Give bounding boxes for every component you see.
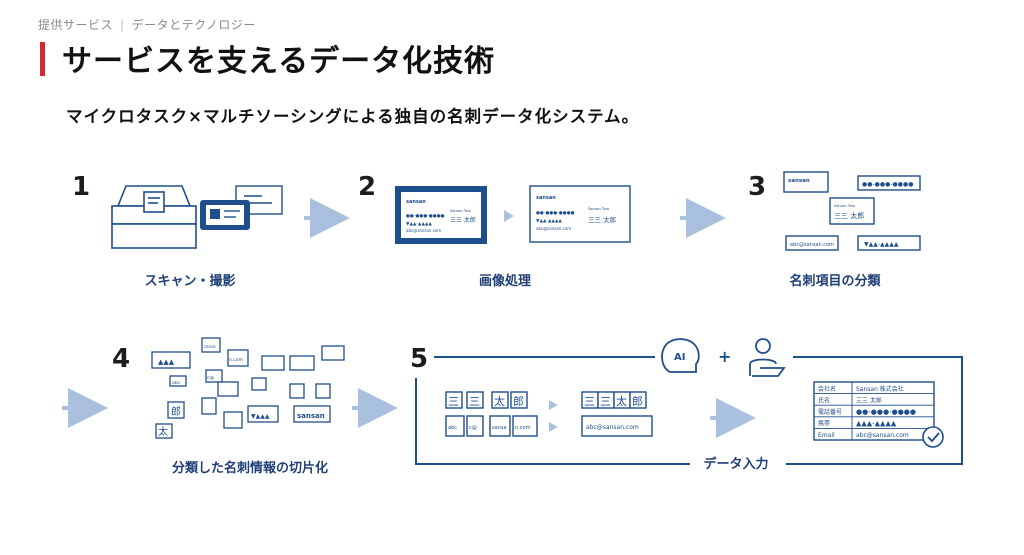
form-value-mobile: ▲▲▲-▲▲▲▲ [856,420,897,428]
form-label-phone: 電話番号 [818,408,842,416]
processed-card-mobile: ▼▲▲-▲▲▲▲ [536,219,562,224]
processed-card-name: 三三 太郎 [588,215,617,224]
fragment-ncom: n.com [229,358,243,363]
assembled-email: abc@sansan.com [586,424,639,431]
field-phone: ●●-●●●-●●●● [862,181,913,188]
assembled-char-1: 三 [584,395,595,408]
field-email: abc@sansan.com [790,242,834,248]
assembled-char-3: 太 [616,395,627,408]
field-brand: sansan [788,178,810,184]
raw-card-mobile: ▼▲▲-▲▲▲▲ [406,222,432,227]
email-part-2: c@ [469,425,477,431]
name-char-2: 三 [469,395,480,408]
page-title: サービスを支えるデータ化技術 [62,44,496,79]
assembled-email-box [581,415,653,437]
raw-card-image: sansan ●●-●●●-●●●● ▼▲▲-▲▲▲▲ abc@sansan.c… [395,186,487,244]
raw-card-brand: sansan [406,199,426,205]
triangle-arrow-icon-2 [549,400,558,410]
step-5-number: 5 [410,344,429,374]
step-5-caption: データ入力 [703,456,768,472]
email-part-4: n.com [515,425,531,431]
form-label-mobile: 携帯 [818,420,830,428]
field-mobile: ▼▲▲-▲▲▲▲ [864,241,899,248]
fragment-sansa: sansa [204,344,216,349]
email-part-boxes [445,415,538,437]
form-value-email: abc@sansan.com [856,432,909,439]
plus-sign: + [718,347,731,366]
processed-card-email: abc@sansan.com [536,226,571,231]
raw-card-name: 三三 太郎 [450,216,476,224]
form-value-phone: ●●-●●●-●●●● [856,408,916,416]
step-2-number: 2 [358,172,377,202]
name-char-1: 三 [448,395,459,408]
field-name-small: Sansan Taro [834,204,855,208]
fragment-pieces [151,337,345,439]
smartphone-icon [200,200,250,230]
form-label-name: 氏名 [818,397,830,405]
ai-label: AI [674,352,685,363]
fragment-mobile-bits: ▼▲▲▲ [251,413,270,420]
fragment-char-ta: 太 [158,425,168,438]
step-2-caption: 画像処理 [478,274,531,289]
form-value-company: Sansan 株式会社 [856,385,904,393]
step-5-frame [415,356,963,465]
name-char-4: 郎 [513,394,524,408]
assembled-char-2: 三 [600,395,611,408]
email-part-3: sansa [492,425,507,431]
triangle-arrow-icon-3 [549,422,558,432]
name-char-3: 太 [494,395,505,408]
fragment-triangles: ▲▲▲ [158,358,175,366]
title-accent-bar [40,42,45,76]
processed-card-phone: ●●-●●●-●●●● [536,211,575,216]
processed-card-name-small: Sansan Taro [588,207,609,211]
raw-card-email: abc@sansan.com [406,228,441,233]
assembled-name-boxes [581,391,647,409]
triangle-arrow-icon [504,210,514,222]
breadcrumb-page[interactable]: データとテクノロジー [131,18,256,32]
email-part-1: abc [448,425,457,431]
form-label-email: Email [818,432,835,439]
name-char-boxes [445,391,528,409]
data-entry-form [813,381,935,441]
ai-head-icon [661,338,700,373]
raw-card-phone: ●●-●●●-●●●● [406,214,445,219]
page-subtitle: マイクロタスク×マルチソーシングによる独自の名刺データ化システム。 [66,107,640,126]
fragment-abc: abc [172,380,181,386]
fragment-c-at: c@ [207,375,214,381]
scanner-icon [111,185,197,249]
step-4-caption: 分類した名刺情報の切片化 [171,461,328,476]
step-4-number: 4 [112,344,131,374]
raw-card-name-small: Sansan Taro [450,209,471,213]
step-3-number: 3 [748,172,767,202]
step-1-number: 1 [72,172,91,202]
form-value-name: 三三 太郎 [856,397,882,405]
breadcrumb-separator: | [120,18,125,32]
person-laptop-icon [749,338,786,377]
form-label-company: 会社名 [818,385,836,393]
classified-fields [783,171,921,251]
processed-card-image: sansan ●●-●●●-●●●● ▼▲▲-▲▲▲▲ abc@sansan.c… [529,185,631,243]
check-circle-icon [922,426,944,448]
breadcrumb: 提供サービス | データとテクノロジー [38,16,256,33]
step-1-caption: スキャン・撮影 [144,274,236,289]
fragment-brand: sansan [297,412,325,420]
assembled-char-4: 郎 [632,394,643,408]
processed-card-brand: sansan [536,195,556,201]
field-name: 三三 太郎 [834,211,864,220]
breadcrumb-section[interactable]: 提供サービス [38,18,114,32]
fragment-char-ro: 郎 [171,405,181,418]
step-3-caption: 名刺項目の分類 [789,274,881,289]
